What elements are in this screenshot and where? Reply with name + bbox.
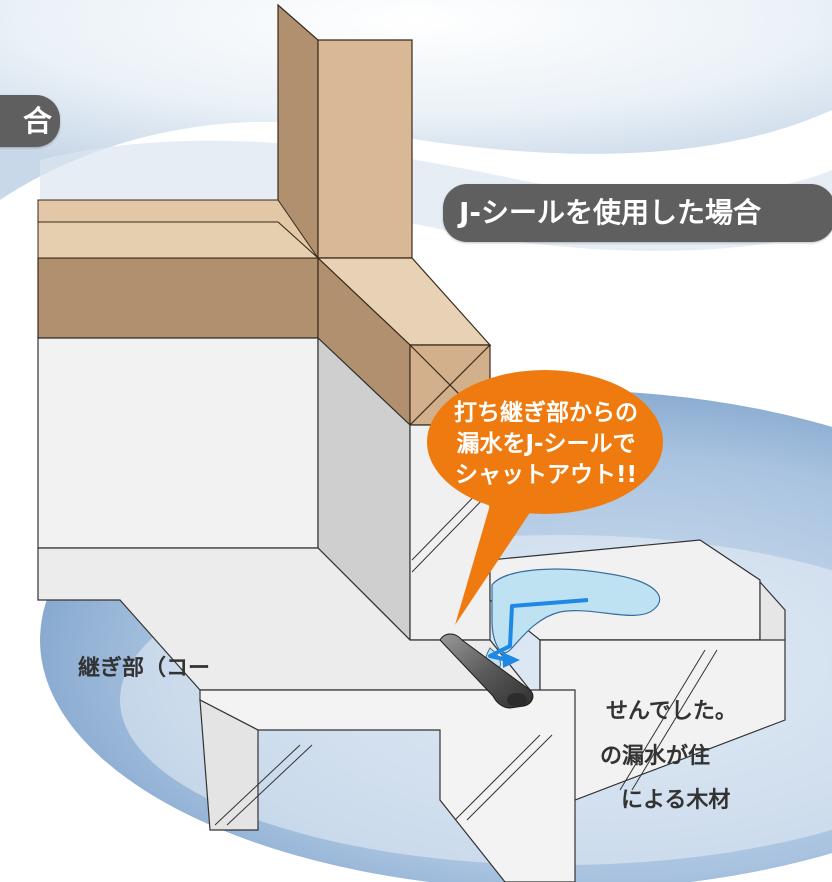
sky-swoosh-top — [0, 0, 832, 200]
callout-bubble — [427, 370, 663, 514]
slab-crack-a — [619, 649, 706, 791]
j-seal-end — [507, 693, 527, 707]
slab-crack-b — [631, 649, 718, 791]
footing-crack-b — [226, 744, 313, 826]
wood-sill-left-face — [37, 257, 319, 339]
body-text-line-4-text: による木材 — [621, 788, 731, 813]
label-pill-left-text: 合 — [22, 104, 52, 138]
footing-crack-c — [454, 734, 541, 821]
callout-line-3: シャットアウト!! — [455, 462, 637, 488]
callout-tail — [455, 488, 535, 625]
footing-crack-a — [214, 744, 301, 826]
arrow-head — [502, 652, 520, 668]
beam-end-cross-b — [409, 344, 491, 426]
j-seal-strip — [439, 633, 534, 709]
label-pill-right-text: J-シールを使用した場合 — [459, 196, 762, 229]
callout-text: 打ち継ぎ部からの 漏水をJ-シールで シャットアウト!! — [427, 398, 665, 491]
label-pill-left: 合 — [0, 95, 60, 147]
wood-column-right-face — [317, 39, 413, 259]
callout-line-2: 漏水をJ-シールで — [456, 431, 636, 457]
body-text-line-1-text: 継ぎ部（コー — [78, 656, 211, 681]
wood-sill-top-left — [37, 221, 320, 259]
body-text-line-2-text: せんでした。 — [606, 699, 737, 724]
water-flow-arrow — [488, 598, 589, 662]
footing-crack-d — [466, 734, 553, 821]
concrete-wall-front — [37, 337, 319, 549]
label-pill-right: J-シールを使用した場合 — [443, 184, 832, 242]
callout-line-1: 打ち継ぎ部からの — [454, 400, 638, 426]
wall-crack-b — [411, 491, 491, 573]
body-text-line-3-text: の漏水が住 — [600, 744, 711, 769]
water-puddle — [491, 568, 661, 654]
